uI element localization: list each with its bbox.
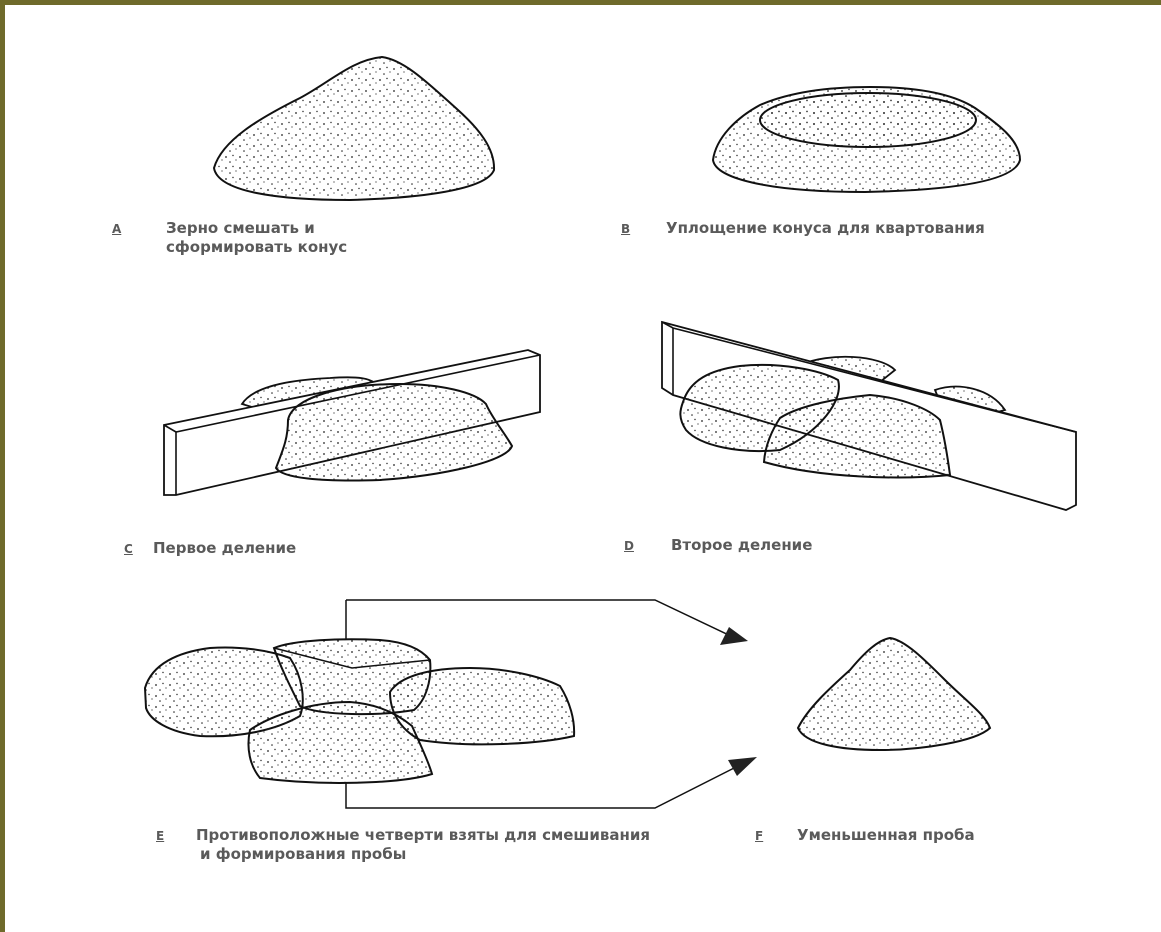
step-e-line1: Противоположные четверти взяты для смеши… <box>196 826 650 845</box>
step-a-line2: сформировать конус <box>166 238 347 257</box>
step-d-label: Второе деление <box>671 536 812 555</box>
step-d-letter: D <box>624 539 634 553</box>
flattened-cone-b <box>713 87 1020 192</box>
step-f-letter: F <box>755 829 763 843</box>
four-quarters-e <box>145 639 574 783</box>
step-e-label: Противоположные четверти взяты для смеши… <box>196 826 650 864</box>
step-f-label: Уменьшенная проба <box>797 826 975 845</box>
step-a-line1: Зерно смешать и <box>166 219 347 238</box>
reduced-sample-f <box>798 638 990 750</box>
step-a-label: Зерно смешать и сформировать конус <box>166 219 347 257</box>
second-division-d <box>662 322 1076 510</box>
step-a-letter: A <box>112 222 121 236</box>
step-e-letter: E <box>156 829 164 843</box>
step-c-letter: C <box>124 542 133 556</box>
step-e-line2: и формирования пробы <box>196 845 650 864</box>
step-b-letter: B <box>621 222 630 236</box>
cone-pile-a <box>214 57 494 200</box>
step-b-label: Уплощение конуса для квартования <box>666 219 985 238</box>
first-division-c <box>164 350 540 495</box>
step-c-label: Первое деление <box>153 539 296 558</box>
